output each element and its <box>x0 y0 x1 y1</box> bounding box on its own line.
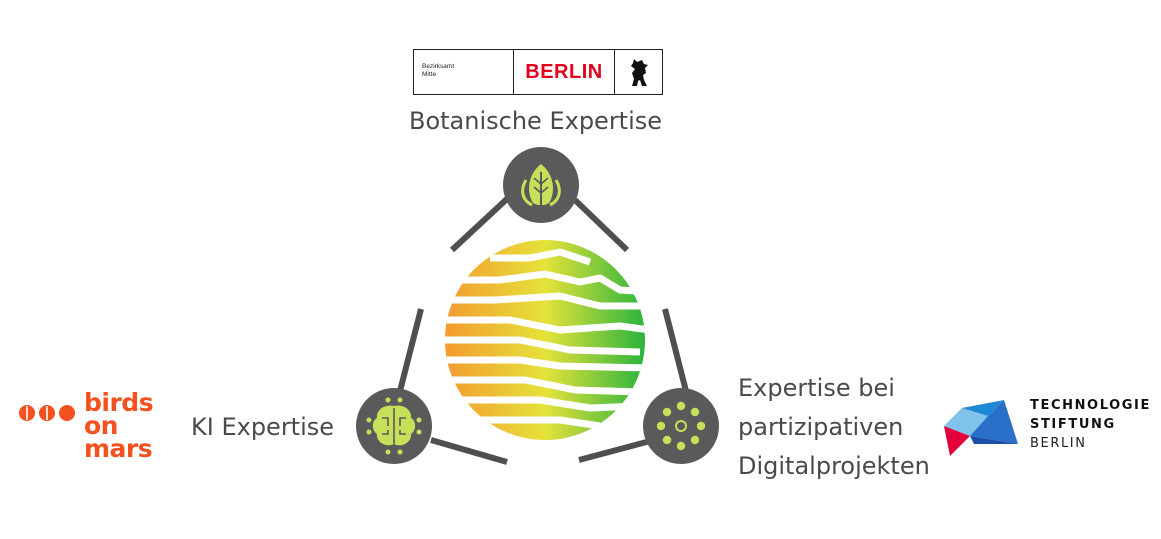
connector-top-left <box>449 195 511 253</box>
participatory-expertise-label: Expertise bei partizipativen Digitalproj… <box>738 374 930 480</box>
connector-left-upper <box>397 308 424 392</box>
district-name: Bezirksamt Mitte <box>414 50 514 94</box>
technologiestiftung-mark-icon <box>944 400 1018 456</box>
gradient-globe-icon <box>445 240 645 440</box>
technologiestiftung-wordmark: TECHNOLOGIE STIFTUNG BERLIN <box>1030 398 1151 451</box>
connector-right-upper <box>662 308 689 392</box>
berlin-wordmark: BERLIN <box>514 50 615 94</box>
birds-on-mars-logo: birds on mars <box>18 388 168 469</box>
connector-top-right <box>572 197 630 253</box>
ai-expertise-label: KI Expertise <box>191 413 335 441</box>
brain-circuit-icon <box>366 397 422 455</box>
technologiestiftung-berlin-logo: TECHNOLOGIE STIFTUNG BERLIN <box>944 396 1154 460</box>
botanical-node <box>503 147 579 223</box>
three-dots-icon <box>19 405 75 421</box>
bezirksamt-mitte-berlin-logo: Bezirksamt Mitte BERLIN <box>413 49 663 95</box>
connector-right-lower <box>578 437 655 463</box>
participation-circle-icon <box>656 401 706 451</box>
connector-left-lower <box>430 437 508 465</box>
birds-on-mars-wordmark: birds on mars <box>84 388 154 463</box>
botanical-expertise-label: Botanische Expertise <box>409 107 663 135</box>
leaf-icon <box>521 164 561 207</box>
participatory-node <box>643 388 719 464</box>
ai-node <box>356 388 432 464</box>
berlin-bear-icon <box>615 50 662 94</box>
